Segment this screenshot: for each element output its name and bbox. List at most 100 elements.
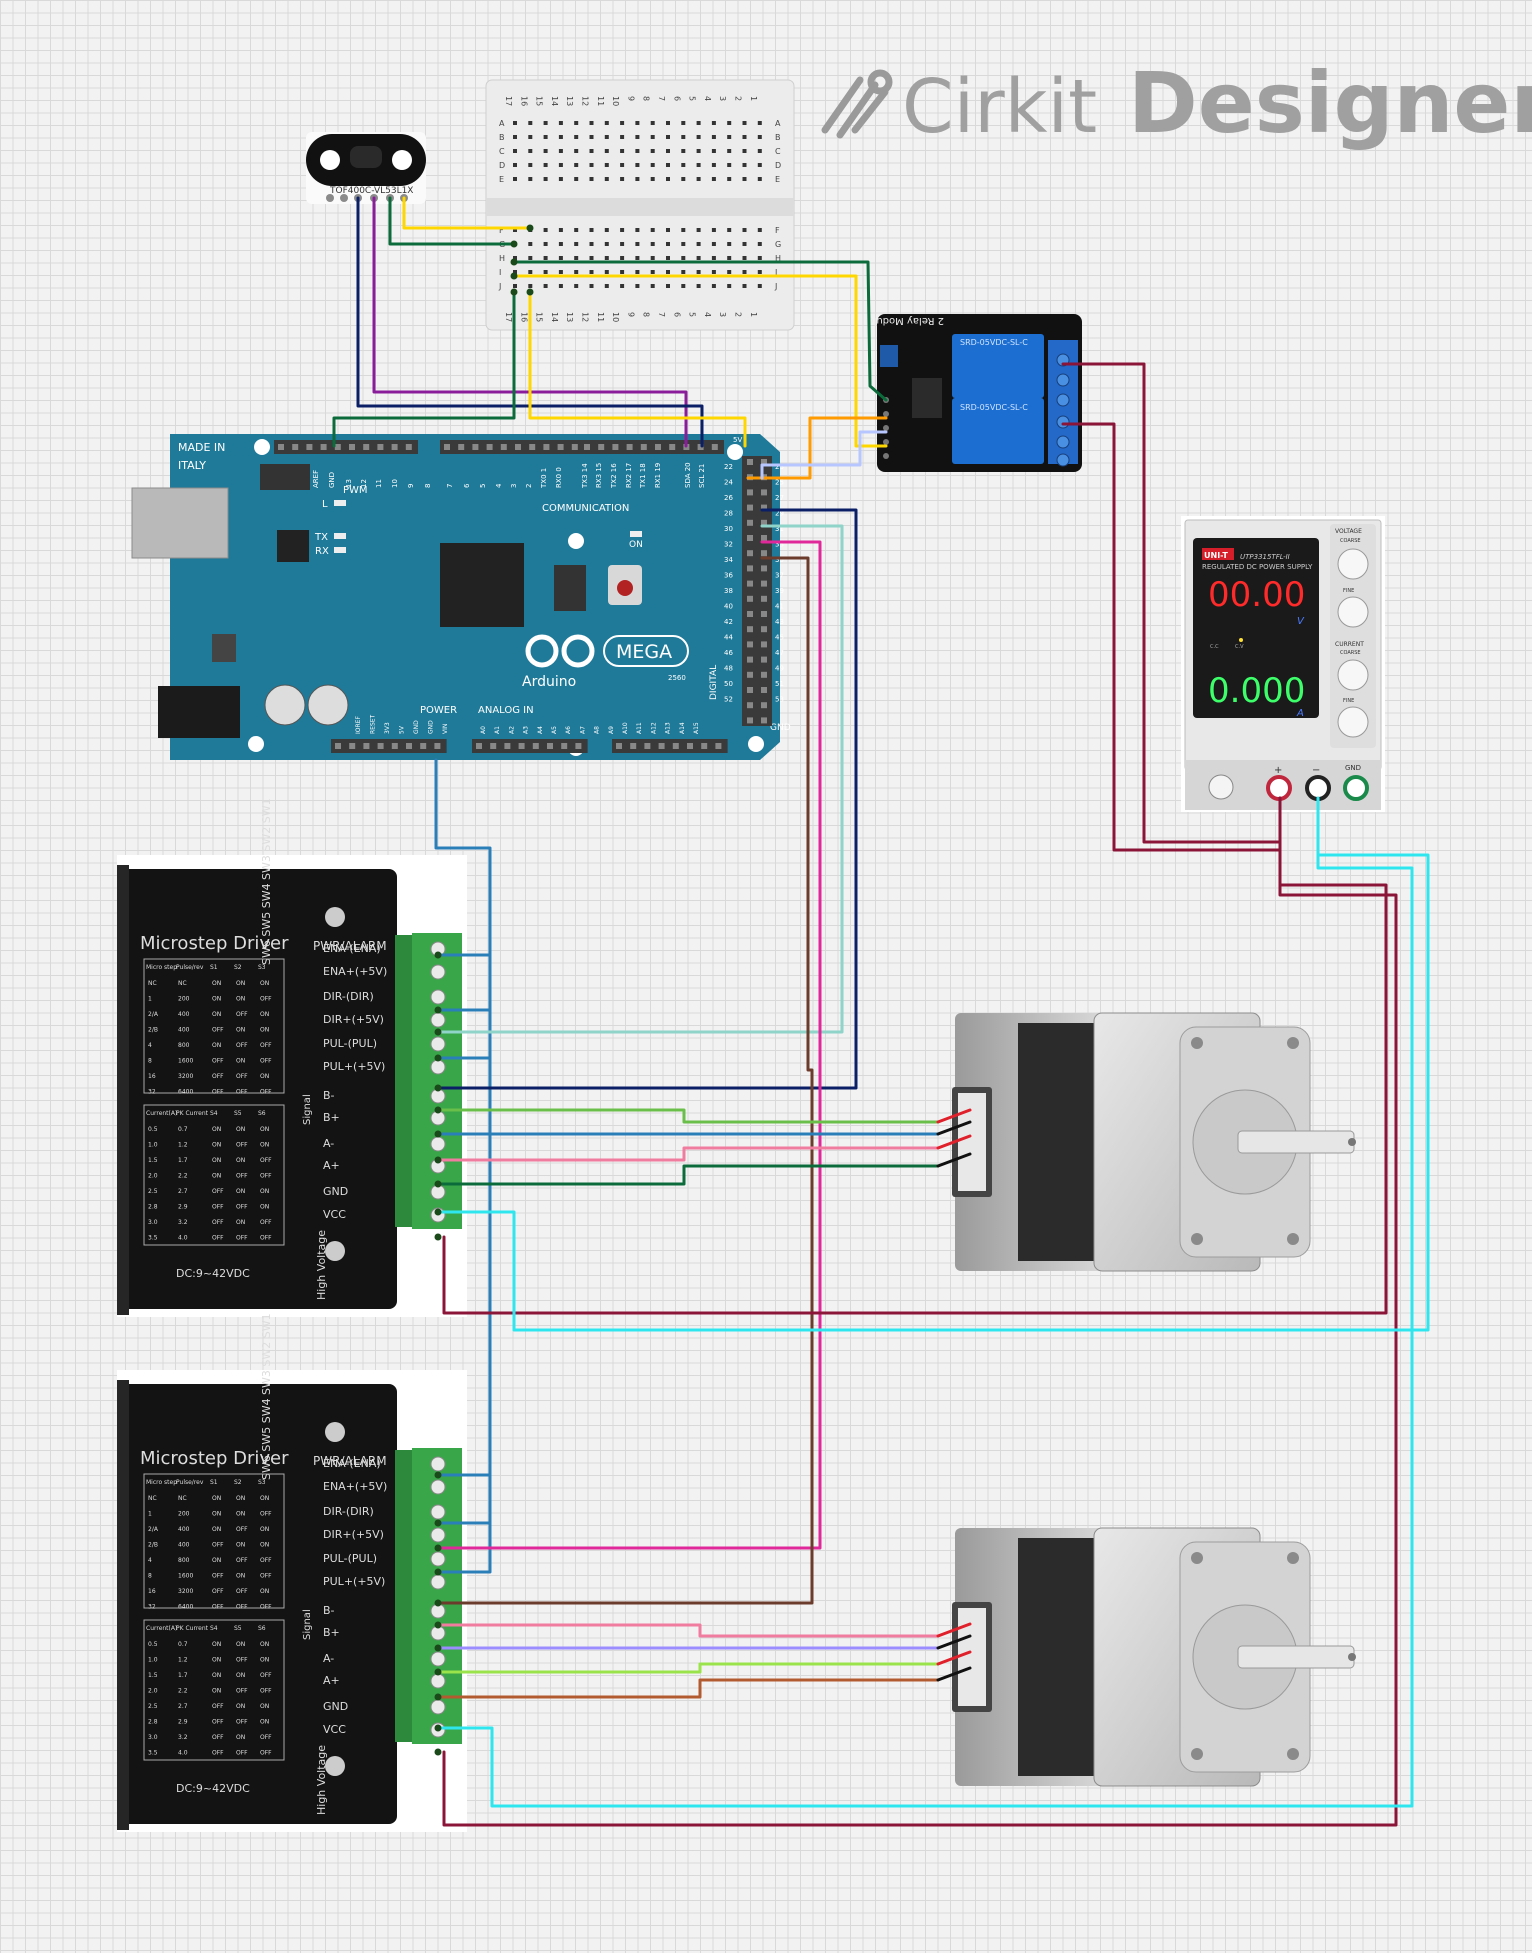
motor-connector (958, 1093, 986, 1191)
driver-terminal-screw[interactable] (430, 1699, 446, 1715)
sensor-mount-hole (320, 150, 340, 170)
communication-label: COMMUNICATION (542, 503, 629, 514)
current-table-cell: 2.7 (178, 1188, 188, 1195)
arduino-mega[interactable]: MADE IN ITALY PWM COMMUNICATION TX RX L … (131, 434, 791, 760)
driver-terminal-screw[interactable] (430, 1551, 446, 1567)
header-pin (486, 444, 493, 450)
analog-pin-label: A1 (494, 726, 501, 734)
current-table-cell: OFF (236, 1204, 248, 1211)
header-pin (747, 656, 753, 663)
breadboard-column-number: 11 (596, 312, 605, 322)
current-table-cell: OFF (212, 1734, 224, 1741)
breadboard-hole (635, 177, 640, 181)
driver-terminal-screw[interactable] (430, 1527, 446, 1543)
driver-terminal-screw[interactable] (430, 1673, 446, 1689)
microstep-table-cell: ON (236, 996, 245, 1003)
wire-junction (434, 1693, 442, 1701)
power-switch[interactable] (1208, 774, 1234, 800)
driver-terminal-label: DIR-(DIR) (323, 990, 374, 1003)
motor1-lead (936, 1152, 972, 1168)
driver-terminal-screw[interactable] (430, 1651, 446, 1667)
breadboard-hole (727, 284, 732, 288)
breadboard-hole (558, 228, 563, 232)
driver-terminal-screw[interactable] (430, 1504, 446, 1520)
driver-terminal-screw[interactable] (430, 1479, 446, 1495)
breadboard-hole (543, 121, 548, 125)
header-pin (518, 743, 525, 749)
driver-terminal-screw[interactable] (430, 1012, 446, 1028)
driver-terminal-screw[interactable] (430, 1574, 446, 1590)
microstep-table-header: S1 (210, 1479, 218, 1486)
driver-terminal-screw[interactable] (430, 964, 446, 980)
driver-terminal-screw[interactable] (430, 1036, 446, 1052)
pin-label: RX3 15 (595, 463, 603, 488)
driver-terminal-label: ENA-(ENA) (323, 942, 381, 955)
breadboard-hole (681, 177, 686, 181)
header-strip (612, 739, 728, 753)
pin-label: 5 (479, 484, 487, 488)
analog-pin-label: A15 (693, 722, 700, 734)
breadboard-hole (543, 149, 548, 153)
microstep-table-header: S3 (258, 964, 266, 971)
voltage-fine-knob[interactable] (1337, 596, 1369, 628)
current-fine-knob[interactable] (1337, 706, 1369, 738)
sensor-mount-hole (392, 150, 412, 170)
header-pin (761, 459, 767, 465)
header-pin (363, 444, 370, 450)
driver-terminal-screw[interactable] (430, 1456, 446, 1472)
driver-terminal-screw[interactable] (430, 1136, 446, 1152)
breadboard-row-letter: H (499, 254, 505, 263)
icsp-header (554, 565, 586, 611)
header-pin (669, 444, 676, 450)
breadboard-column-number: 10 (611, 312, 620, 322)
dc-power-supply[interactable]: UNI-T UTP3315TFL-II REGULATED DC POWER S… (1181, 516, 1385, 812)
breadboard-row-letter: I (775, 268, 777, 277)
relay-module[interactable]: 2 Relay Module SRD-05VDC-SL-C SRD-05VDC-… (867, 314, 1082, 472)
current-table-cell: 2.2 (178, 1688, 188, 1695)
current-table-cell: OFF (260, 1672, 272, 1679)
current-table-header: Current(A) (146, 1110, 177, 1117)
gnd-terminal[interactable] (1343, 775, 1369, 801)
driver-terminal-screw[interactable] (430, 1059, 446, 1075)
current-coarse-knob[interactable] (1337, 659, 1369, 691)
breadboard-row-letter: F (775, 226, 780, 235)
wire-junction (434, 1748, 442, 1756)
breadboard-column-number: 9 (626, 312, 635, 317)
digital-pin-label: 47 (775, 649, 784, 657)
stepper-motor-2[interactable] (952, 1527, 1356, 1787)
breadboard-hole (666, 256, 670, 260)
current-table-cell: OFF (260, 1688, 272, 1695)
wire-driver1-ena (434, 758, 492, 957)
header-pin (715, 743, 722, 749)
wire-motor1-a-minus (436, 1146, 940, 1162)
microstep-table-cell: 8 (148, 1058, 152, 1065)
breadboard-hole (528, 177, 533, 181)
breadboard-hole (543, 270, 548, 274)
breadboard-row-letter: C (775, 147, 781, 156)
motor-shaft-tip (1348, 1138, 1356, 1146)
breadboard-hole (650, 121, 655, 125)
breadboard[interactable]: 1717161615151414131312121111101099887766… (485, 79, 795, 331)
driver-terminal-screw[interactable] (430, 989, 446, 1005)
motor-shaft (1237, 1130, 1355, 1154)
current-table-cell: ON (236, 1157, 245, 1164)
cirkit-logo-icon (821, 69, 893, 139)
positive-terminal[interactable] (1266, 775, 1292, 801)
breadboard-hole (513, 135, 517, 139)
voltage-coarse-knob[interactable] (1337, 548, 1369, 580)
breadboard-hole (620, 121, 625, 125)
stepper-motor-1[interactable] (952, 1012, 1356, 1272)
microstep-table-cell: OFF (260, 1604, 272, 1611)
current-table-cell: 0.5 (148, 1641, 158, 1648)
tof-sensor[interactable]: TOF400C-VL53L1X (306, 132, 426, 204)
microstep-table-cell: ON (236, 1511, 245, 1518)
negative-terminal[interactable] (1305, 775, 1331, 801)
driver-terminal-block-back (395, 935, 415, 1227)
microstep-table-cell: 400 (178, 1526, 190, 1533)
sensor-label: TOF400C-VL53L1X (329, 186, 413, 196)
motor2-lead (936, 1666, 972, 1682)
wire-relay-in2 (760, 430, 888, 480)
